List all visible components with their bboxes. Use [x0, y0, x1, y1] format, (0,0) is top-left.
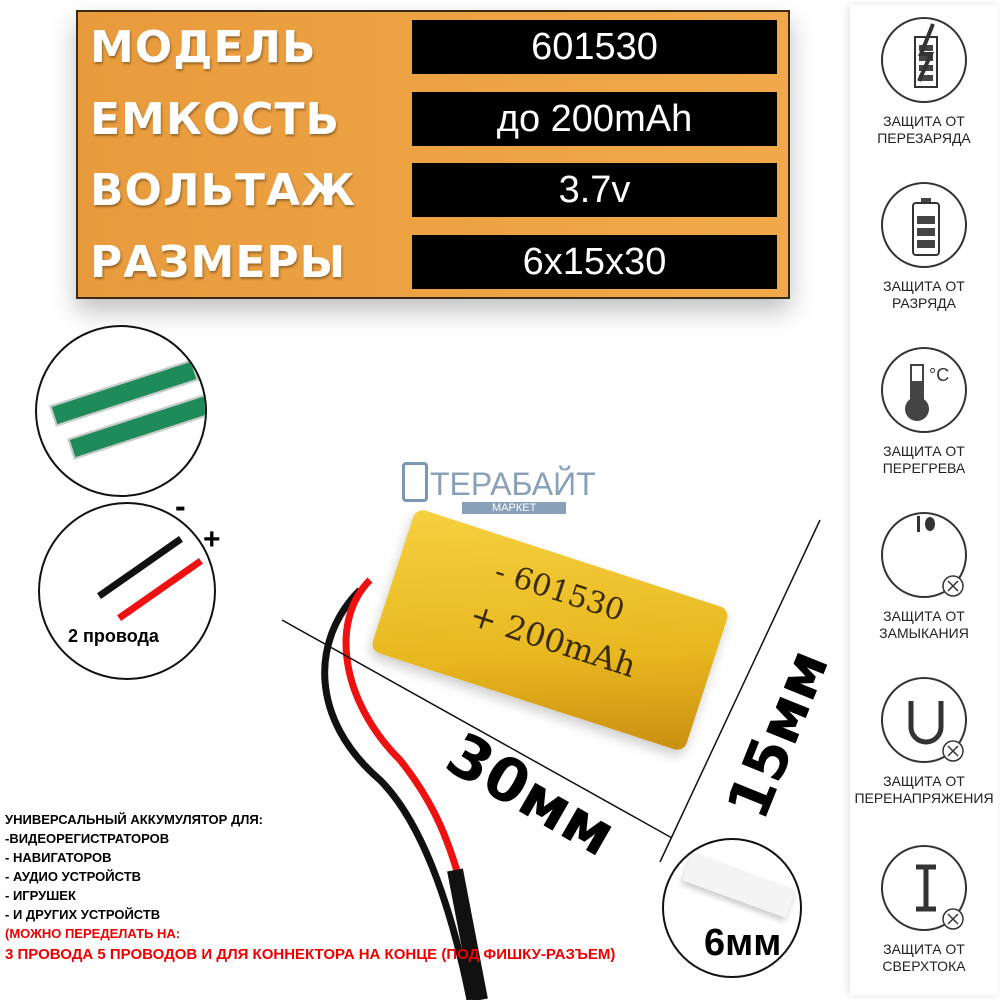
info-text: УНИВЕРСАЛЬНЫЙ АККУМУЛЯТОР ДЛЯ: -ВИДЕОРЕГ…	[5, 810, 615, 964]
spec-label: ЕМКОСТЬ	[90, 94, 341, 145]
spec-label: ВОЛЬТАЖ	[90, 165, 356, 216]
current-icon	[881, 845, 967, 931]
plus-sign: +	[203, 523, 221, 556]
svg-text:°C: °C	[929, 365, 949, 385]
feature-label: СВЕРХТОКА	[882, 958, 966, 974]
voltage-icon	[881, 677, 967, 763]
spec-value: 3.7v	[412, 163, 777, 217]
short-circuit-icon	[881, 512, 967, 598]
feature-label: РАЗРЯДА	[892, 295, 956, 311]
spec-value: до 200mAh	[412, 92, 777, 146]
spec-size: РАЗМЕРЫ 6x15x30	[78, 235, 788, 291]
minus-sign: -	[175, 488, 186, 524]
feature-label: ЗАЩИТА ОТ	[883, 113, 965, 129]
info-line: УНИВЕРСАЛЬНЫЙ АККУМУЛЯТОР ДЛЯ:	[5, 812, 263, 827]
feature-label: ПЕРЕНАПРЯЖЕНИЯ	[854, 790, 994, 806]
logo-icon	[402, 462, 428, 502]
spec-voltage: ВОЛЬТАЖ 3.7v	[78, 163, 788, 219]
wires-label: 2 провода	[68, 626, 159, 646]
thickness-image: 6мм	[662, 838, 802, 978]
spec-capacity: ЕМКОСТЬ до 200mAh	[78, 92, 788, 148]
info-line: - ИГРУШЕК	[5, 888, 76, 903]
battery-icon	[881, 182, 967, 268]
feature-label: ЗАЩИТА ОТ	[883, 608, 965, 624]
thickness-label: 6мм	[704, 922, 782, 964]
feature-label: ЗАЩИТА ОТ	[883, 773, 965, 789]
feature-label: ПЕРЕГРЕВА	[882, 460, 966, 476]
info-note: 3 ПРОВОДА 5 ПРОВОДОВ И ДЛЯ КОННЕКТОРА НА…	[5, 946, 616, 963]
info-note: (МОЖНО ПЕРЕДЕЛАТЬ НА:	[5, 926, 181, 941]
width-dimension-line	[659, 519, 821, 863]
feature-label: ПЕРЕЗАРЯДА	[877, 130, 971, 146]
logo-name: ТЕРАБАЙТ	[430, 466, 596, 502]
spec-label: МОДЕЛЬ	[90, 22, 317, 73]
feature-label: ЗАМЫКАНИЯ	[879, 625, 969, 641]
info-line: - АУДИО УСТРОЙСТВ	[5, 869, 142, 884]
feature-label: ЗАЩИТА ОТ	[883, 941, 965, 957]
info-line: - И ДРУГИХ УСТРОЙСТВ	[5, 907, 161, 922]
battery-overcharge-icon	[881, 17, 967, 103]
spec-value: 601530	[412, 20, 777, 74]
info-line: - НАВИГАТОРОВ	[5, 850, 112, 865]
thermometer-icon: °C	[881, 347, 967, 433]
length-dimension-line	[281, 619, 673, 839]
pcb-image	[35, 325, 207, 497]
logo-sub: МАРКЕТ	[462, 502, 567, 514]
feature-label: ЗАЩИТА ОТ	[883, 443, 965, 459]
wires-image: 2 провода	[38, 502, 216, 680]
spec-label: РАЗМЕРЫ	[90, 237, 347, 288]
spec-model: МОДЕЛЬ 601530	[78, 20, 788, 76]
spec-value: 6x15x30	[412, 235, 777, 289]
info-line: -ВИДЕОРЕГИСТРАТОРОВ	[5, 831, 170, 846]
specs-panel: МОДЕЛЬ 601530 ЕМКОСТЬ до 200mAh ВОЛЬТАЖ 3.7…	[76, 10, 790, 299]
feature-label: ЗАЩИТА ОТ	[883, 278, 965, 294]
